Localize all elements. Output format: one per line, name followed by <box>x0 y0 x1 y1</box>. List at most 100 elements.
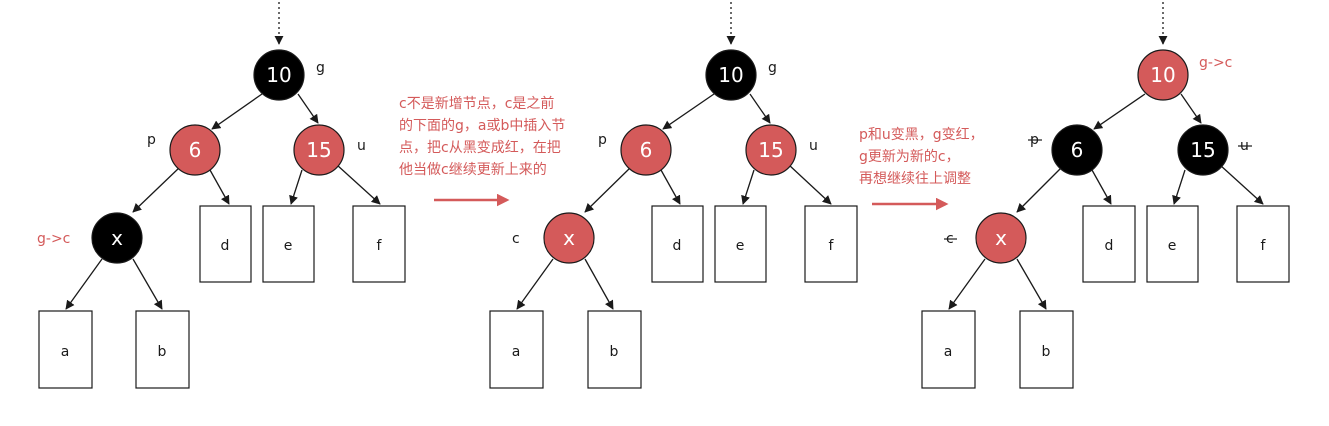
step-1-line-4: 他当做c继续更新上来的 <box>399 162 547 178</box>
panel-2: 10 6 15 x d e f a b g p u c <box>489 2 858 389</box>
leaf-e-label: e <box>736 238 745 254</box>
node-p <box>1051 124 1103 176</box>
node-u <box>293 124 345 176</box>
edge-x-b <box>132 258 163 310</box>
leaf-f-label: f <box>377 238 383 254</box>
node-u <box>1177 124 1229 176</box>
node-u-label: 15 <box>758 138 783 162</box>
node-x <box>975 212 1027 264</box>
edge-g-p <box>662 93 715 130</box>
node-p <box>620 124 672 176</box>
leaf-d <box>651 205 704 283</box>
step-2-line-3: 再想继续往上调整 <box>859 171 971 187</box>
edge-p-d <box>209 169 230 205</box>
step-2-line-1: p和u变黑，g变红， <box>859 127 984 143</box>
node-g <box>253 49 305 101</box>
edge-g-u <box>749 93 771 124</box>
leaf-e-label: e <box>284 238 293 254</box>
tag-g: g <box>768 60 777 76</box>
leaf-f <box>804 205 858 283</box>
edge-x-a <box>948 258 986 310</box>
edge-x-b <box>1016 258 1047 310</box>
leaf-a <box>921 310 976 389</box>
edge-u-e <box>289 169 303 205</box>
edge-p-x <box>132 166 181 213</box>
tag-c: c <box>512 231 520 247</box>
leaf-b-label: b <box>158 344 167 360</box>
leaf-b-label: b <box>610 344 619 360</box>
node-u-label: 15 <box>1190 138 1215 162</box>
edge-u-f <box>788 164 832 205</box>
panel-3: 10 6 15 x d e f a b g->c p u c <box>921 2 1290 389</box>
node-g-label: 10 <box>1150 63 1175 87</box>
node-p-label: 6 <box>640 138 653 162</box>
node-g-label: 10 <box>718 63 743 87</box>
edge-u-e <box>741 169 755 205</box>
step-1-line-2: 的下面的g，a或b中插入节 <box>399 118 566 134</box>
node-g-label: 10 <box>266 63 291 87</box>
node-g <box>1137 49 1189 101</box>
node-x-label: x <box>995 226 1007 250</box>
leaf-d-label: d <box>673 238 682 254</box>
edge-p-d <box>660 169 681 205</box>
leaf-d <box>199 205 252 283</box>
leaf-d <box>1082 205 1136 283</box>
leaf-b-label: b <box>1042 344 1051 360</box>
edge-x-b <box>584 258 614 310</box>
edge-u-e <box>1172 169 1186 205</box>
tag-g: g <box>316 60 325 76</box>
leaf-b <box>135 310 190 389</box>
leaf-d-label: d <box>1105 238 1114 254</box>
node-x-label: x <box>563 226 575 250</box>
node-u <box>745 124 797 176</box>
tag-p: p <box>147 132 156 148</box>
leaf-a-label: a <box>512 344 521 360</box>
tag-u: u <box>809 138 818 154</box>
edge-p-d <box>1091 169 1112 205</box>
leaf-d-label: d <box>221 238 230 254</box>
tag-g-to-c: g->c <box>37 231 70 247</box>
step-1-explanation: c不是新增节点，c是之前 的下面的g，a或b中插入节 点，把c从黑变成红，在把 … <box>399 93 565 181</box>
leaf-e <box>1146 205 1199 283</box>
edge-p-x <box>1016 166 1063 213</box>
step-2-explanation: p和u变黑，g变红， g更新为新的c， 再想继续往上调整 <box>859 124 984 190</box>
edge-x-a <box>65 258 103 310</box>
node-p-label: 6 <box>189 138 202 162</box>
leaf-f <box>352 205 406 283</box>
leaf-a <box>489 310 544 389</box>
node-u-label: 15 <box>306 138 331 162</box>
leaf-b <box>1019 310 1074 389</box>
node-g <box>705 49 757 101</box>
node-x <box>91 212 143 264</box>
leaf-a <box>38 310 93 389</box>
leaf-f-label: f <box>829 238 835 254</box>
node-x <box>543 212 595 264</box>
step-1-line-1: c不是新增节点，c是之前 <box>399 96 555 112</box>
leaf-e <box>714 205 767 283</box>
tag-g-to-c: g->c <box>1199 55 1232 71</box>
edge-g-p <box>211 93 263 130</box>
leaf-b <box>587 310 642 389</box>
leaf-a-label: a <box>944 344 953 360</box>
step-2-line-2: g更新为新的c， <box>859 149 960 165</box>
edge-u-f <box>1219 164 1264 205</box>
leaf-e <box>262 205 315 283</box>
node-x-label: x <box>111 226 123 250</box>
leaf-a-label: a <box>61 344 70 360</box>
leaf-e-label: e <box>1168 238 1177 254</box>
panel-1: 10 6 15 x d e f a b g p u g->c <box>37 2 406 389</box>
leaf-f-label: f <box>1261 238 1267 254</box>
edge-g-u <box>1180 93 1202 124</box>
edge-u-f <box>336 164 381 205</box>
edge-g-p <box>1093 93 1146 130</box>
edge-g-u <box>297 93 319 124</box>
node-p <box>169 124 221 176</box>
node-p-label: 6 <box>1071 138 1084 162</box>
edge-p-x <box>584 166 632 213</box>
tag-u: u <box>357 138 366 154</box>
leaf-f <box>1236 205 1290 283</box>
tag-p: p <box>598 132 607 148</box>
edge-x-a <box>516 258 554 310</box>
step-1-line-3: 点，把c从黑变成红，在把 <box>399 140 561 156</box>
